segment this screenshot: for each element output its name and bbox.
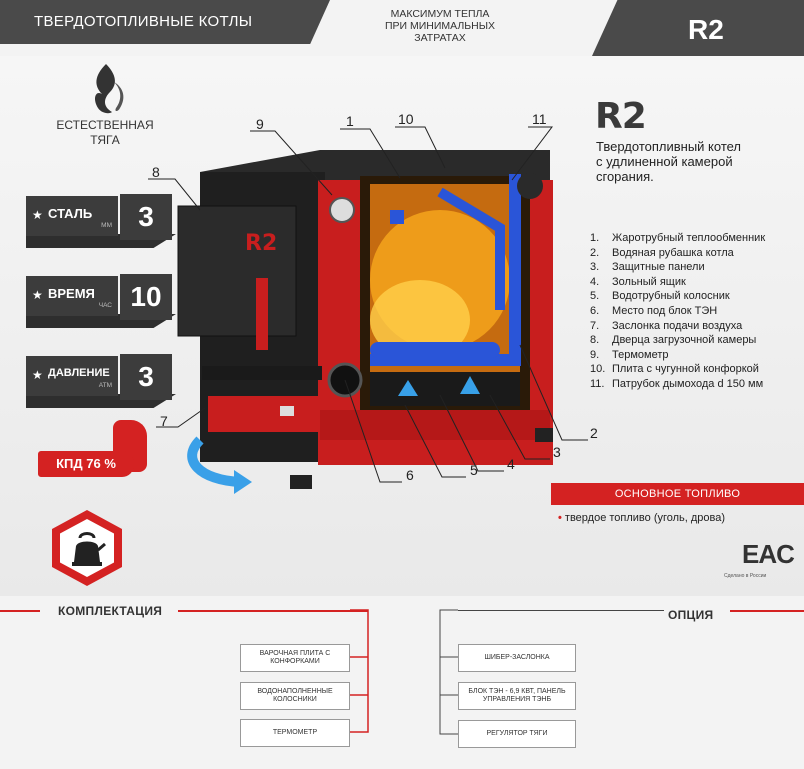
parts-item: 9.Термометр <box>590 348 669 361</box>
thermometer-icon <box>329 197 355 223</box>
spec-name: ВРЕМЯ <box>48 286 95 301</box>
diagram-label: 3 <box>553 444 561 460</box>
spec-unit: АТМ <box>98 382 112 389</box>
category-title: ТВЕРДОТОПЛИВНЫЕ КОТЛЫ <box>34 13 253 30</box>
diagram-label: 10 <box>398 111 414 127</box>
water-jacket-tube <box>370 174 521 366</box>
diagram-label: 4 <box>507 456 515 472</box>
option-item: БЛОК ТЭН - 6,9 КВТ, ПАНЕЛЬ УПРАВЛЕНИЯ ТЭ… <box>458 682 576 710</box>
divider <box>0 610 40 612</box>
slogan-line: ЗАТРАТАХ <box>414 32 466 44</box>
star-icon: ★ <box>32 368 43 382</box>
slogan-line: МАКСИМУМ ТЕПЛА <box>390 8 490 20</box>
chimney-pipe <box>517 173 543 199</box>
slogan-line: ПРИ МИНИМАЛЬНЫХ <box>384 20 496 32</box>
spec-badge-pressure: ★ ДАВЛЕНИЕ АТМ <box>26 356 118 396</box>
fuel-item: • твердое топливо (уголь, дрова) <box>558 512 725 524</box>
diagram-label: 11 <box>532 111 547 127</box>
subtitle-line: с удлиненной камерой <box>596 154 733 169</box>
diagram-label: 5 <box>470 462 478 478</box>
parts-item: 3.Защитные панели <box>590 261 705 274</box>
parts-item: 7.Заслонка подачи воздуха <box>590 319 743 332</box>
brand-logo: R2 <box>595 96 647 137</box>
divider <box>178 610 368 612</box>
boiler-illustration: R2 <box>177 150 553 494</box>
door-handle <box>256 278 268 350</box>
parts-list: 1.Жаротрубный теплообменник 2.Водяная ру… <box>590 231 765 392</box>
efficiency-badge: КПД 76 % <box>38 451 134 477</box>
fuel-title: ОСНОВНОЕ ТОПЛИВО <box>551 483 804 505</box>
option-item: РЕГУЛЯТОР ТЯГИ <box>458 720 576 748</box>
eac-mark: EAC <box>742 539 795 569</box>
spec-name: ДАВЛЕНИЕ <box>48 367 110 379</box>
diagram-label: 8 <box>152 164 160 180</box>
diagram-label: 2 <box>590 425 598 441</box>
diagram-label: 1 <box>346 113 354 129</box>
diagram-label: 6 <box>406 467 414 483</box>
spec-badge-steel: ★ СТАЛЬ ММ <box>26 196 118 236</box>
spec-unit: ЧАС <box>98 302 112 309</box>
star-icon: ★ <box>32 208 43 222</box>
category-banner: ТВЕРДОТОПЛИВНЫЕ КОТЛЫ <box>0 0 330 44</box>
complect-item: ТЕРМОМЕТР <box>240 719 350 747</box>
draft-label: ЕСТЕСТВЕННАЯ ТЯГА <box>40 118 170 148</box>
spec-name: СТАЛЬ <box>48 206 93 221</box>
divider <box>730 610 804 612</box>
svg-text:R2: R2 <box>245 231 277 256</box>
kettle-icon <box>72 532 106 566</box>
grate-tube <box>370 342 500 358</box>
spec-value: 10 <box>120 274 172 320</box>
options-title: ОПЦИЯ <box>668 608 714 622</box>
spec-value: 3 <box>120 194 172 240</box>
model-banner: R2 <box>592 0 804 56</box>
parts-item: 8.Дверца загрузочной камеры <box>590 334 757 347</box>
bullet-icon: • <box>558 512 562 524</box>
parts-item: 6.Место под блок ТЭН <box>590 304 718 317</box>
fuel-item-text: твердое топливо (уголь, дрова) <box>564 512 726 524</box>
parts-item: 5.Водотрубный колосник <box>590 290 730 303</box>
complect-item: ВОДОНАПОЛНЕННЫЕ КОЛОСНИКИ <box>240 682 350 710</box>
star-icon: ★ <box>32 288 43 302</box>
subtitle-line: Твердотопливный котел <box>596 139 742 154</box>
eac-subtitle: Сделано в России <box>724 573 767 579</box>
slogan: МАКСИМУМ ТЕПЛА ПРИ МИНИМАЛЬНЫХ ЗАТРАТАХ <box>360 8 520 44</box>
divider <box>458 610 664 611</box>
complect-title: КОМПЛЕКТАЦИЯ <box>58 604 163 618</box>
product-subtitle: Твердотопливный котел с удлиненной камер… <box>596 139 796 184</box>
complect-item: ВАРОЧНАЯ ПЛИТА С КОНФОРКАМИ <box>240 644 350 672</box>
diagram-label: 9 <box>256 116 264 132</box>
parts-item: 11.Патрубок дымохода d 150 мм <box>590 377 764 390</box>
parts-item: 1.Жаротрубный теплообменник <box>590 232 766 244</box>
parts-item: 10.Плита с чугунной конфоркой <box>590 363 759 376</box>
parts-item: 4.Зольный ящик <box>590 275 686 288</box>
spec-badge-time: ★ ВРЕМЯ ЧАС <box>26 276 118 316</box>
flame-icon <box>95 64 124 114</box>
spec-value: 3 <box>120 354 172 400</box>
draft-line: ЕСТЕСТВЕННАЯ <box>56 118 154 132</box>
model-title: R2 <box>688 14 724 45</box>
loading-door <box>177 205 297 337</box>
air-damper-door <box>208 396 318 432</box>
draft-line: ТЯГА <box>90 133 120 147</box>
spec-unit: ММ <box>101 222 112 229</box>
option-item: ШИБЕР-ЗАСЛОНКА <box>458 644 576 672</box>
diagram-label: 7 <box>160 413 168 429</box>
parts-item: 2.Водяная рубашка котла <box>590 246 734 259</box>
subtitle-line: сгорания. <box>596 169 654 184</box>
